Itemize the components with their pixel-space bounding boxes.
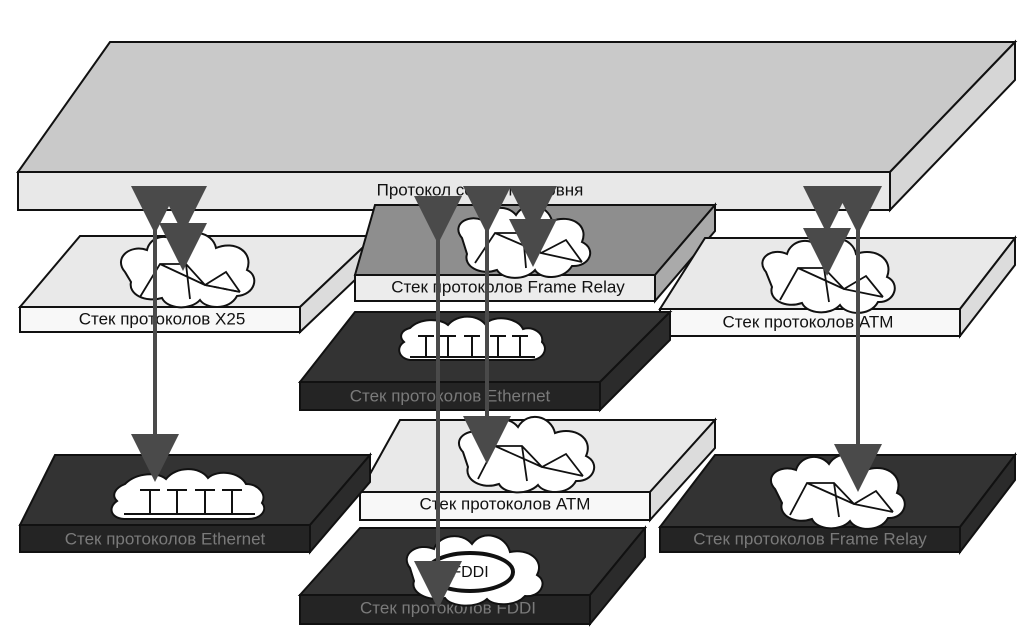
frame-relay-bottom-label: Стек протоколов Frame Relay xyxy=(693,529,927,548)
atm-right-label: Стек протоколов ATM xyxy=(723,312,894,331)
frame-relay-top-label: Стек протоколов Frame Relay xyxy=(391,277,625,296)
network-layer-plate: Протокол сетевого уровня xyxy=(16,39,1018,213)
left-bottom-stack-label: Стек протоколов Ethernet xyxy=(65,529,266,548)
x25-stack-label: Стек протоколов X25 xyxy=(79,309,246,328)
ethernet-stack-plate: Стек протоколов Ethernet xyxy=(297,309,673,413)
network-layer-label: Протокол сетевого уровня xyxy=(377,180,584,199)
network-layer-side-face xyxy=(889,39,1016,213)
x25-stack-plate: Стек протоколов X25 xyxy=(17,233,378,335)
atm-center-label: Стек протоколов ATM xyxy=(420,494,591,513)
fddi-ring-label: FDDI xyxy=(451,564,488,581)
network-layer-top-face xyxy=(16,41,1018,173)
ethernet-stack-label: Стек протоколов Ethernet xyxy=(350,386,551,405)
arrow-group xyxy=(131,186,882,609)
